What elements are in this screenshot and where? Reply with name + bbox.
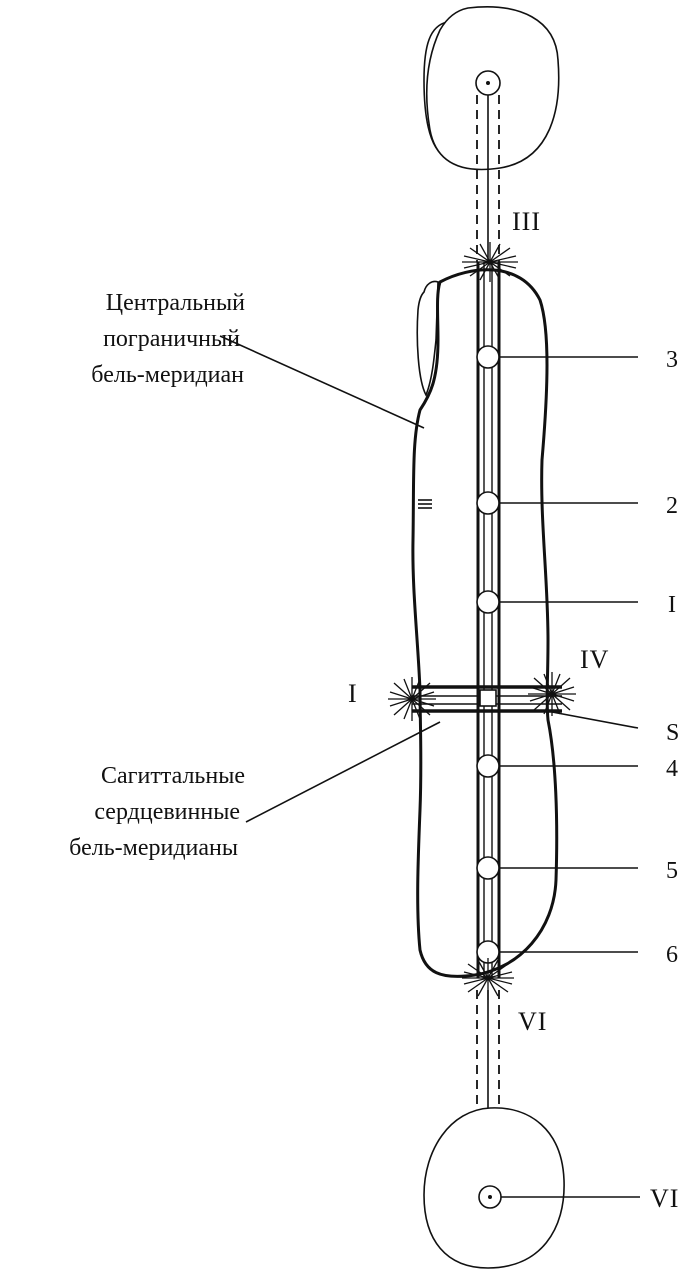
sagittal-label-line-2: сердцевинные [94, 799, 240, 825]
sagittal-label-line-3: бель-меридианы [69, 835, 238, 861]
central-label-line-2: пограничный [103, 326, 240, 352]
sagittal-label-line-1: Сагиттальные [101, 763, 245, 789]
point-4-circle [476, 754, 500, 778]
point-1-circle [476, 590, 500, 614]
star-bottom [462, 958, 514, 1000]
central-label-line-3: бель-меридиан [91, 362, 244, 388]
marker-right-star: IV [580, 645, 609, 674]
star-top [462, 242, 518, 282]
bottom-head [423, 1107, 565, 1269]
point-s-square [479, 689, 497, 707]
point-2-circle [476, 491, 500, 515]
point-label-6: 6 [666, 942, 678, 968]
point-label-4: 4 [666, 756, 678, 782]
leader-sagittal-meridians [245, 721, 441, 823]
point-5-circle [476, 856, 500, 880]
point-label-3: 3 [666, 347, 678, 373]
marker-bottom-star: VI [518, 1007, 547, 1036]
star-left [388, 677, 436, 721]
point-label-bottom-vi: VI [650, 1184, 679, 1213]
point-label-1: I [668, 592, 676, 618]
star-right [528, 672, 576, 716]
channel-points [476, 345, 500, 964]
bottom-point-dot [488, 1195, 492, 1199]
point-label-s: S [666, 720, 679, 746]
point-3-circle [476, 345, 500, 369]
body-side-lobe [416, 280, 439, 397]
top-point-dot [486, 81, 490, 85]
leader-s [551, 711, 639, 729]
star-bursts [388, 242, 576, 1000]
right-leaders [499, 356, 640, 1198]
central-label-line-1: Центральный [106, 290, 245, 316]
top-head [423, 6, 560, 171]
marker-top-star: III [512, 207, 541, 236]
leader-central-meridian [219, 335, 425, 429]
point-label-2: 2 [666, 493, 678, 519]
marker-left-star: I [348, 679, 358, 708]
point-label-5: 5 [666, 858, 678, 884]
